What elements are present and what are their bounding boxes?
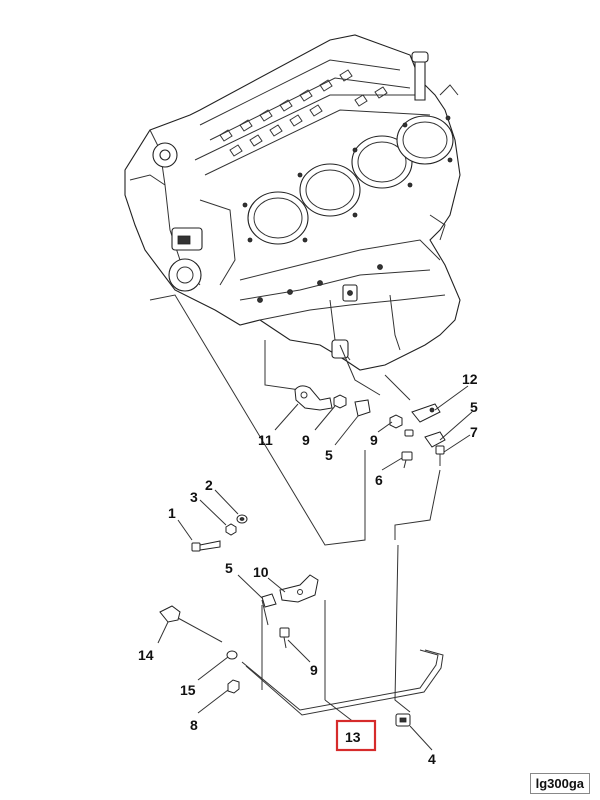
callout-4: 4 — [428, 751, 436, 767]
part-12-bracket — [411, 403, 441, 423]
reference-lines — [149, 294, 441, 713]
callout-5-right: 5 — [470, 399, 478, 415]
part-6-bolt — [401, 429, 414, 469]
callout-5-lower: 5 — [225, 560, 233, 576]
callout-12: 12 — [462, 371, 478, 387]
part-14-dipstick-handle — [159, 605, 223, 643]
callout-9-upper-right: 9 — [370, 432, 378, 448]
part-4-sensor — [395, 713, 411, 727]
part-3-nut — [225, 523, 237, 536]
engine-block-illustration — [124, 34, 461, 371]
part-2-washer — [236, 514, 248, 524]
part-10-bracket — [279, 574, 319, 603]
part-11-bracket — [294, 385, 333, 411]
part-8-fitting — [227, 679, 240, 694]
callout-11: 11 — [258, 432, 273, 448]
callout-6: 6 — [375, 472, 383, 488]
callout-leaders — [157, 385, 473, 751]
part-9-nut-upper-right — [389, 414, 403, 429]
callout-10: 10 — [253, 564, 269, 580]
part-9-bolt-lower — [279, 627, 290, 649]
part-5-clip-upper — [354, 399, 371, 417]
part-1-bolt — [191, 540, 221, 552]
callout-7: 7 — [470, 424, 478, 440]
part-5-clip-lower — [261, 593, 277, 608]
callout-13-highlight-box — [335, 719, 377, 752]
callout-2: 2 — [205, 477, 213, 493]
callout-labels: 1 2 3 4 5 5 5 6 7 8 9 9 9 10 11 12 14 15… — [138, 371, 478, 767]
callout-5-upper: 5 — [325, 447, 333, 463]
part-7-bolt — [435, 445, 445, 466]
callout-3: 3 — [190, 489, 198, 505]
part-15-oring — [226, 650, 238, 660]
part-9-nut-upper-left — [333, 394, 347, 409]
callout-9-lower: 9 — [310, 662, 318, 678]
callout-13: 13 — [345, 729, 361, 745]
part-13-dipstick-tube — [241, 649, 444, 716]
callout-14: 14 — [138, 647, 154, 663]
callout-15: 15 — [180, 682, 196, 698]
reference-id: lg300ga — [529, 773, 590, 794]
callout-1: 1 — [168, 505, 176, 521]
callout-9-upper-left: 9 — [302, 432, 310, 448]
part-5-clip-right — [424, 431, 446, 448]
callout-8: 8 — [190, 717, 198, 733]
